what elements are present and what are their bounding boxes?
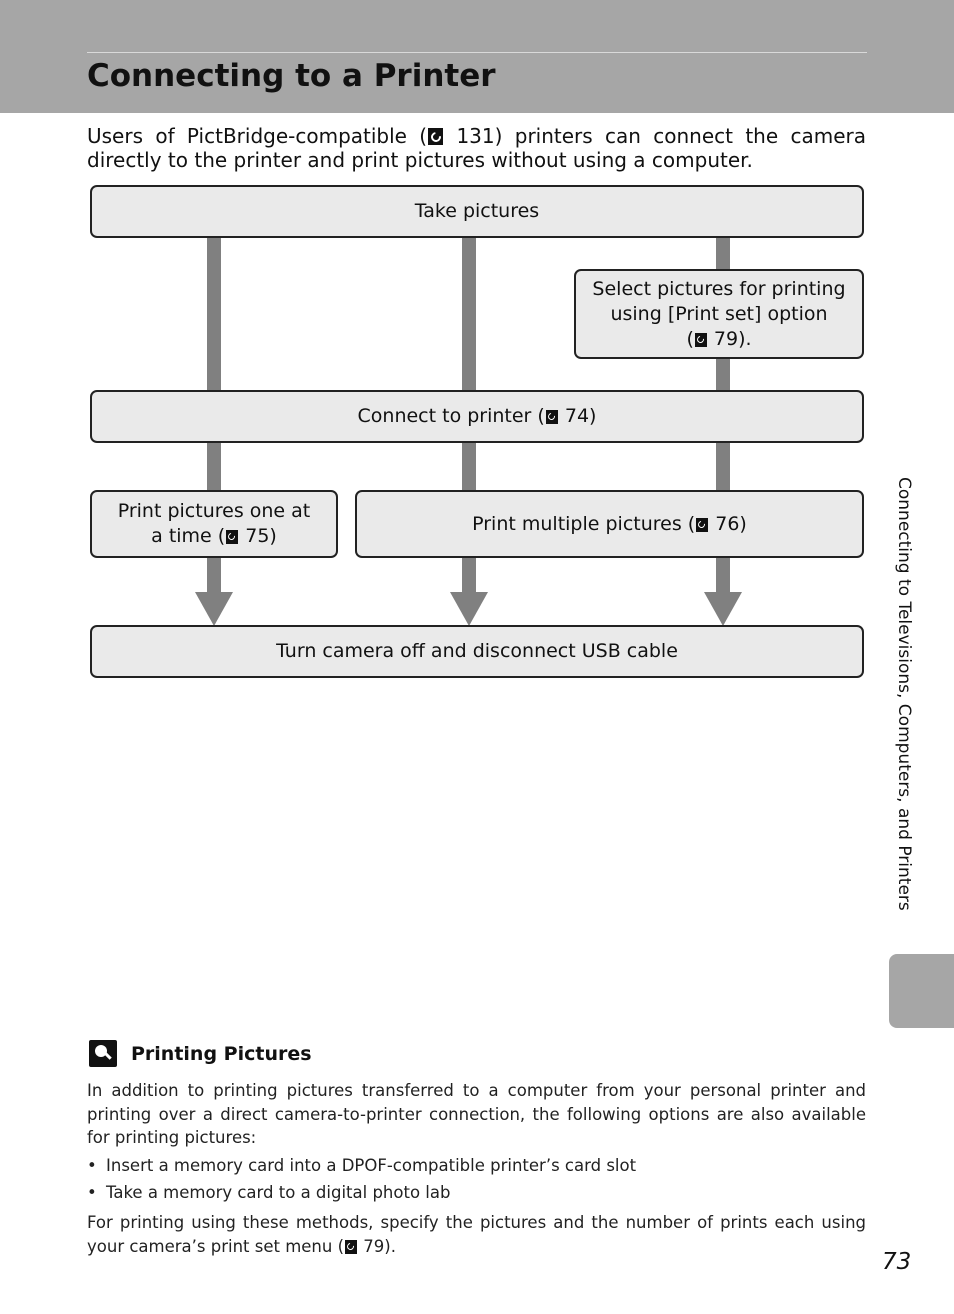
- select-pictures-box: Select pictures for printing using [Prin…: [574, 269, 864, 359]
- print-multiple-box: Print multiple pictures ( 76): [355, 490, 864, 558]
- connector-right-upper-b: [716, 357, 730, 392]
- header-band: [0, 0, 954, 113]
- print-multiple-text-start: Print multiple pictures (: [472, 512, 696, 535]
- connector-mid-middle: [462, 441, 476, 492]
- note-paragraph-2: For printing using these methods, specif…: [87, 1211, 866, 1258]
- select-pictures-line3-end: 79).: [707, 327, 752, 350]
- connect-printer-box: Connect to printer ( 74): [90, 390, 864, 443]
- note-bullet-2-text: Take a memory card to a digital photo la…: [106, 1183, 451, 1202]
- arrow-head-middle: [450, 592, 488, 626]
- take-pictures-label: Take pictures: [414, 200, 540, 222]
- note-paragraph-2-start: For printing using these methods, specif…: [87, 1213, 866, 1256]
- turn-off-label: Turn camera off and disconnect USB cable: [276, 640, 678, 662]
- note-paragraph-2-end: 79).: [358, 1236, 396, 1256]
- print-one-line2-end: 75): [239, 525, 277, 547]
- connector-left-upper: [207, 236, 221, 392]
- arrow-head-right: [704, 592, 742, 626]
- note-bullet-1: • Insert a memory card into a DPOF-compat…: [87, 1155, 636, 1177]
- page-title: Connecting to a Printer: [87, 58, 496, 94]
- intro-paragraph: Users of PictBridge-compatible ( 131) pr…: [87, 124, 866, 172]
- page-number: 73: [882, 1249, 912, 1275]
- intro-text-end: 131) printers can connect the camera dir…: [87, 124, 866, 172]
- take-pictures-box: Take pictures: [90, 185, 864, 238]
- note-bullet-1-text: Insert a memory card into a DPOF-compati…: [106, 1156, 637, 1175]
- print-multiple-text-end: 76): [709, 512, 747, 535]
- reference-page-icon: [345, 1239, 358, 1254]
- note-paragraph-1: In addition to printing pictures transfe…: [87, 1081, 866, 1147]
- reference-page-icon: [694, 332, 707, 347]
- connector-right-lower: [716, 556, 730, 594]
- connector-mid-lower: [462, 556, 476, 594]
- connector-right-middle: [716, 441, 730, 492]
- print-one-line1: Print pictures one at: [117, 500, 311, 522]
- print-one-line2: a time ( 75): [118, 524, 311, 549]
- reference-page-icon: [428, 128, 444, 145]
- print-multiple-label: Print multiple pictures ( 76): [472, 512, 747, 537]
- connect-printer-text-end: 74): [558, 405, 597, 427]
- section-side-label: Connecting to Televisions, Computers, an…: [894, 477, 914, 911]
- bullet-dot: •: [87, 1156, 97, 1175]
- flowchart: Take pictures Select pictures for printi…: [0, 0, 954, 700]
- select-pictures-label: Select pictures for printing using [Prin…: [592, 277, 845, 352]
- connector-right-upper-a: [716, 236, 730, 270]
- select-pictures-line3-start: (: [686, 327, 694, 350]
- connector-mid-upper: [462, 236, 476, 392]
- select-pictures-line3: ( 79).: [592, 327, 845, 352]
- connector-left-middle: [207, 441, 221, 492]
- print-one-label: Print pictures one at a time ( 75): [118, 499, 311, 549]
- select-pictures-line2: using [Print set] option: [610, 302, 828, 325]
- reference-page-icon: [696, 517, 709, 532]
- connector-left-lower: [207, 556, 221, 594]
- connect-printer-label: Connect to printer ( 74): [358, 404, 597, 429]
- arrow-head-left: [195, 592, 233, 626]
- reference-page-icon: [545, 410, 558, 424]
- section-thumb-tab: [889, 954, 954, 1028]
- tips-note-icon: [89, 1040, 117, 1067]
- note-title: Printing Pictures: [131, 1043, 312, 1065]
- intro-text-start: Users of PictBridge-compatible (: [87, 124, 428, 148]
- note-bullet-2: • Take a memory card to a digital photo l…: [87, 1182, 450, 1204]
- connect-printer-text-start: Connect to printer (: [357, 405, 545, 427]
- header-rule: [87, 52, 867, 53]
- reference-page-icon: [226, 530, 239, 544]
- select-pictures-line1: Select pictures for printing: [592, 277, 846, 300]
- turn-off-box: Turn camera off and disconnect USB cable: [90, 625, 864, 678]
- print-one-box: Print pictures one at a time ( 75): [90, 490, 338, 558]
- print-one-line2-start: a time (: [151, 525, 226, 547]
- bullet-dot: •: [87, 1183, 97, 1202]
